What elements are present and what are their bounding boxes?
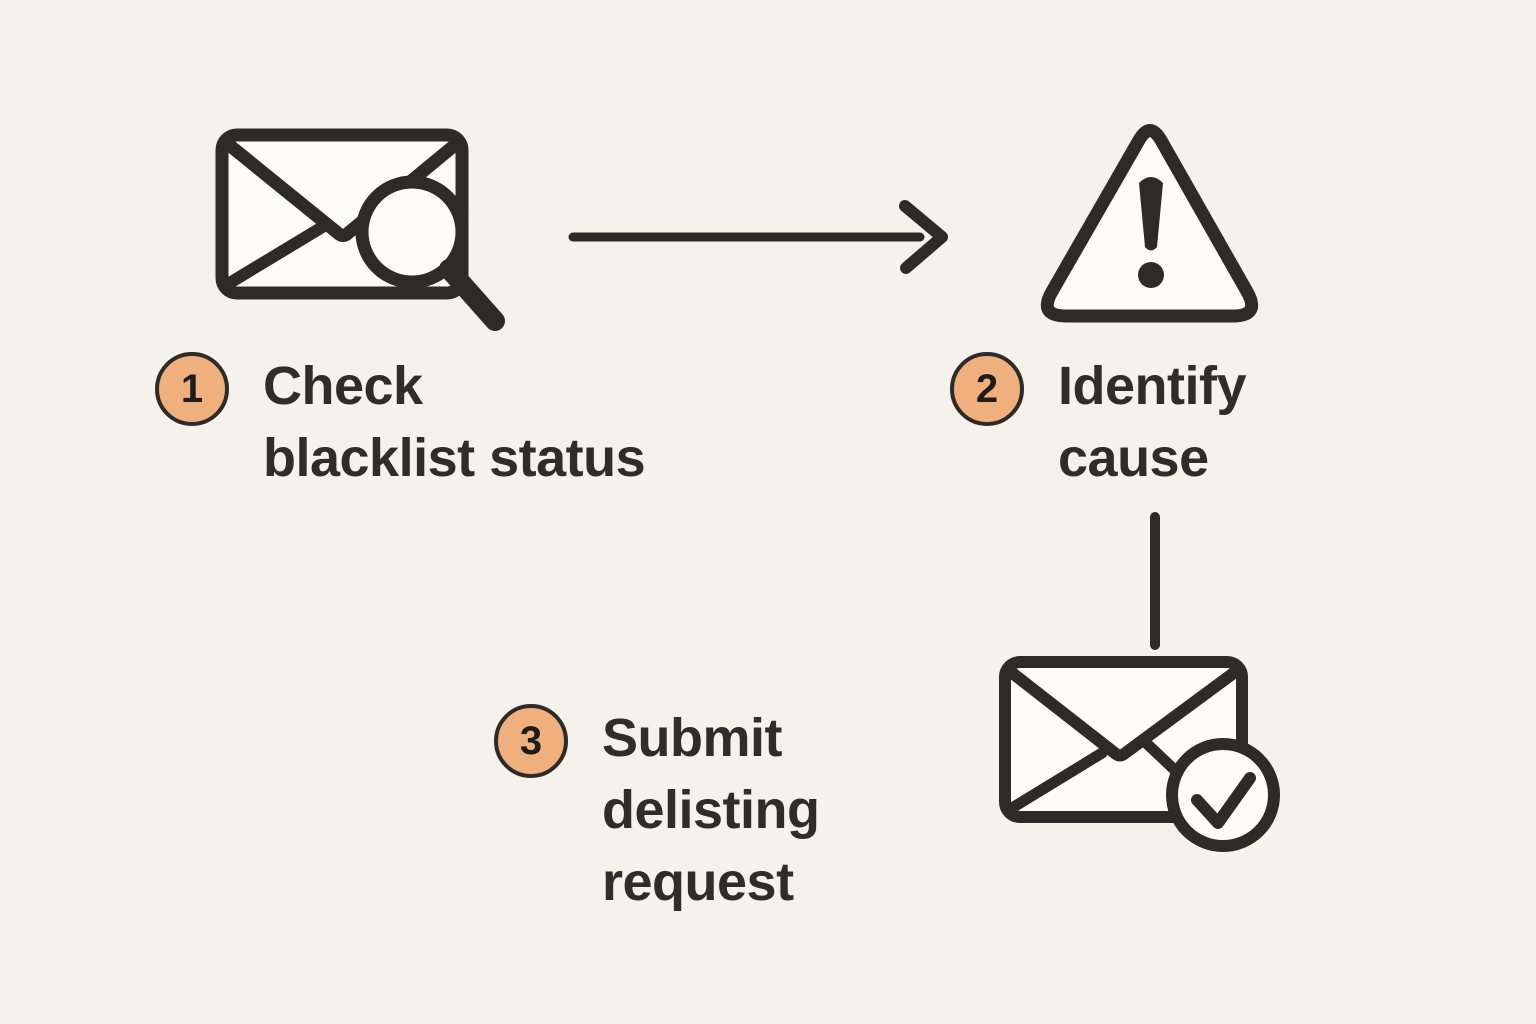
step-3-label: Submit delisting request: [602, 708, 820, 912]
step-1-label: Check blacklist status: [263, 356, 646, 488]
step-2: 2 Identify cause: [950, 350, 1247, 494]
step-1-number-badge: 1: [155, 352, 229, 426]
arrow-right-icon: [568, 200, 948, 274]
warning-triangle-icon: [1040, 124, 1259, 323]
step-1: 1 Check blacklist status: [155, 350, 646, 494]
step-3: 3 Submit delisting request: [494, 702, 820, 918]
connector-line: [1150, 512, 1160, 650]
step-2-number-badge: 2: [950, 352, 1024, 426]
step-2-label: Identify cause: [1058, 356, 1247, 488]
step-3-number-badge: 3: [494, 704, 568, 778]
envelope-magnifier-icon: [215, 128, 505, 331]
envelope-checkmark-icon: [999, 656, 1280, 852]
